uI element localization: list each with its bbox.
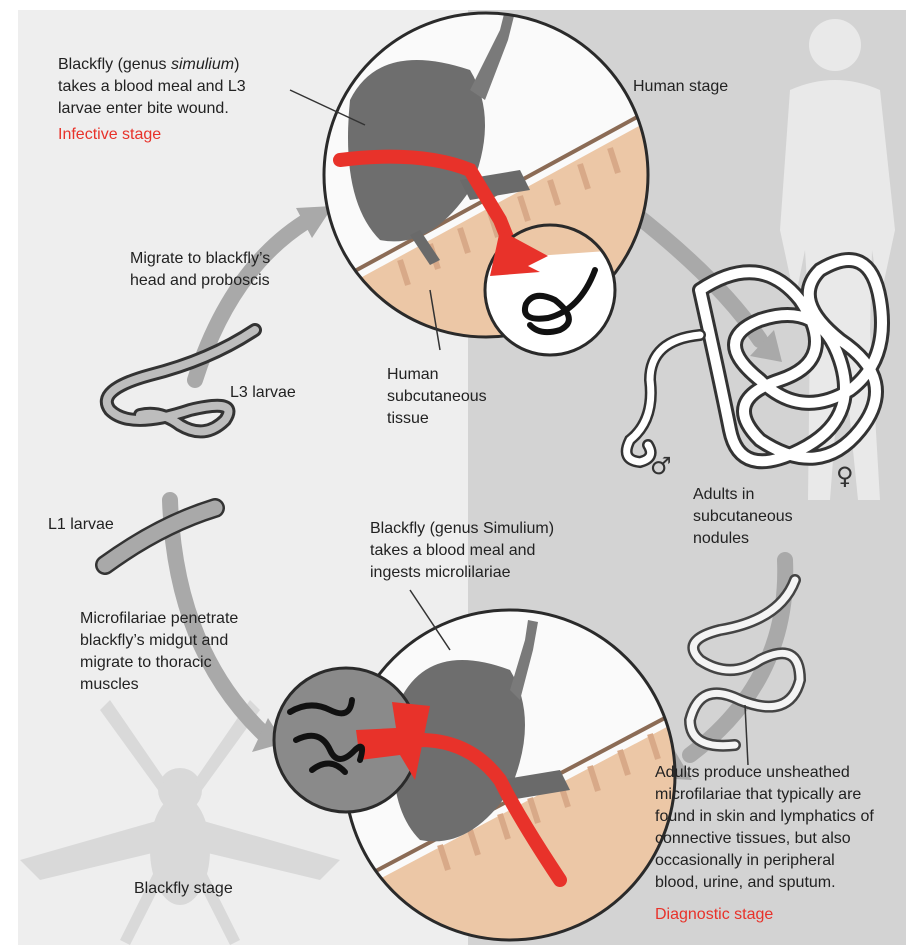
infective-stage-label: Infective stage xyxy=(58,124,161,146)
infective-caption-line3: larvae enter bite wound. xyxy=(58,98,229,120)
subcutaneous-label-line1: Human xyxy=(387,364,439,386)
microfilariae-line2: blackfly’s midgut and xyxy=(80,630,228,652)
adults-produce-line4: connective tissues, but also xyxy=(655,828,851,850)
subcutaneous-label-line2: subcutaneous xyxy=(387,386,487,408)
blood-meal-line1: Blackfly (genus Simulium) xyxy=(370,518,554,540)
adults-nodules-line1: Adults in xyxy=(693,484,754,506)
human-stage-label: Human stage xyxy=(633,76,728,98)
female-symbol: ♀ xyxy=(836,462,854,490)
blood-meal-line3: ingests microlilariae xyxy=(370,562,511,584)
microfilariae-line4: muscles xyxy=(80,674,139,696)
microfilariae-line1: Microfilariae penetrate xyxy=(80,608,238,630)
migrate-label-line1: Migrate to blackfly’s xyxy=(130,248,270,270)
blackfly-stage-label: Blackfly stage xyxy=(134,878,233,900)
male-symbol: ♂ xyxy=(650,452,672,480)
infective-caption-line2: takes a blood meal and L3 xyxy=(58,76,246,98)
adults-nodules-line3: nodules xyxy=(693,528,749,550)
adults-produce-line3: found in skin and lymphatics of xyxy=(655,806,874,828)
subcutaneous-label-line3: tissue xyxy=(387,408,429,430)
l3-larvae-label: L3 larvae xyxy=(230,382,296,404)
infective-caption-line1: Blackfly (genus simulium) xyxy=(58,54,239,76)
adults-produce-line6: blood, urine, and sputum. xyxy=(655,872,836,894)
microfilariae-line3: migrate to thoracic xyxy=(80,652,212,674)
adults-produce-line2: microfilariae that typically are xyxy=(655,784,861,806)
migrate-label-line2: head and proboscis xyxy=(130,270,270,292)
adults-produce-line1: Adults produce unsheathed xyxy=(655,762,850,784)
adults-nodules-line2: subcutaneous xyxy=(693,506,793,528)
adults-produce-line5: occasionally in peripheral xyxy=(655,850,835,872)
blood-meal-line2: takes a blood meal and xyxy=(370,540,535,562)
l1-larvae-label: L1 larvae xyxy=(48,514,114,536)
diagnostic-stage-label: Diagnostic stage xyxy=(655,904,773,926)
